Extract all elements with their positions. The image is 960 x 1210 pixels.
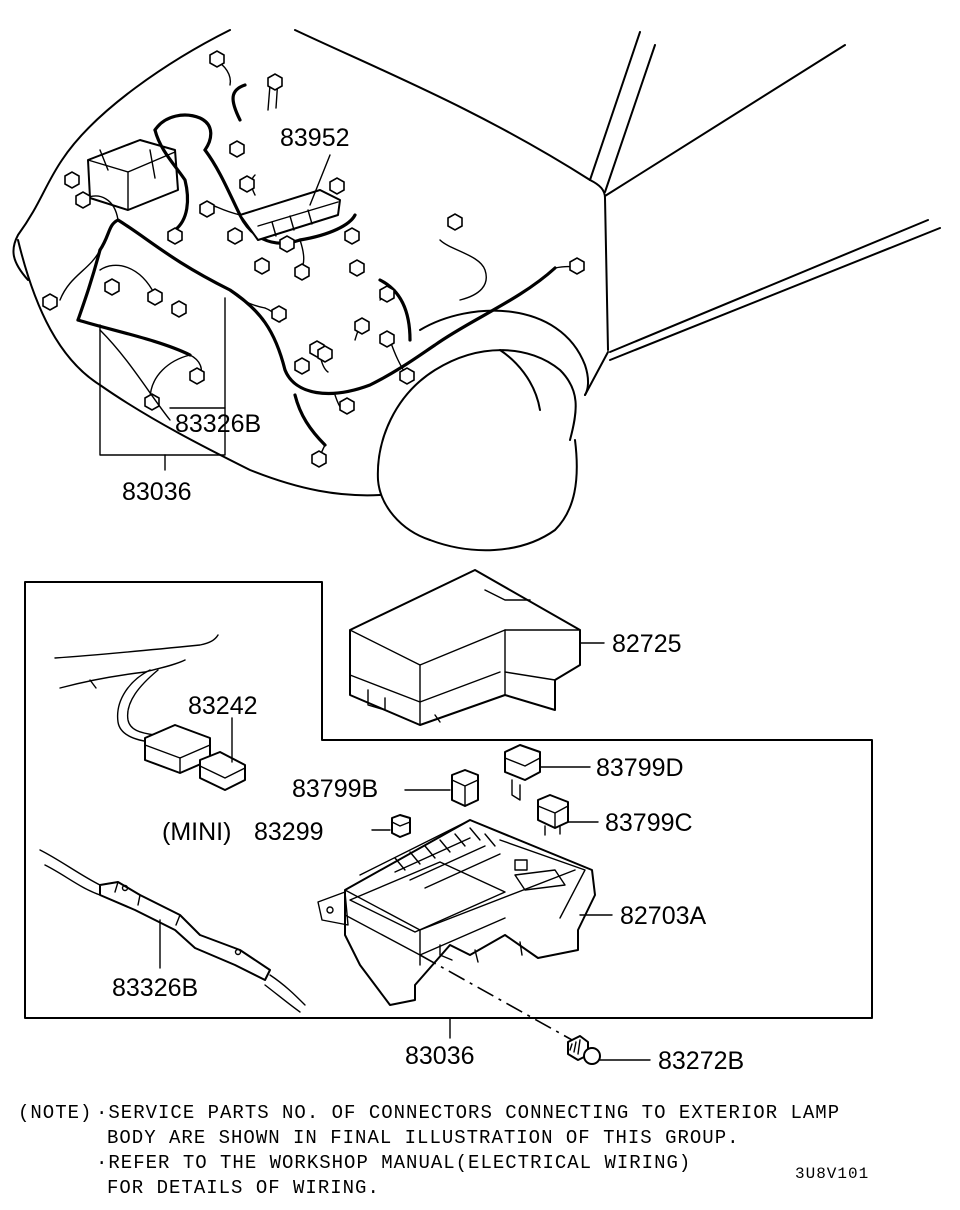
label-83272B: 83272B — [658, 1047, 744, 1075]
label-82703A: 82703A — [620, 902, 707, 930]
label-82725: 82725 — [612, 630, 682, 658]
relay-83799C — [537, 794, 569, 836]
leader-83036-top — [99, 324, 226, 456]
label-83036-top: 83036 — [122, 478, 192, 506]
engine-harness — [42, 50, 585, 468]
label-83799D: 83799D — [596, 754, 684, 782]
note-line-3: ·REFER TO THE WORKSHOP MANUAL(ELECTRICAL… — [96, 1152, 691, 1174]
harness-83326B-detail — [39, 849, 306, 1013]
label-83952: 83952 — [280, 124, 350, 152]
vehicle-body-outline — [12, 29, 941, 552]
note-line-2: BODY ARE SHOWN IN FINAL ILLUSTRATION OF … — [107, 1127, 740, 1149]
harness-connectors — [42, 50, 585, 468]
mini-fuse-83299 — [391, 814, 411, 838]
fuse-83799B — [451, 769, 479, 807]
relay-83799D — [504, 744, 541, 801]
connector-83242 — [54, 634, 246, 791]
detail-frame — [24, 581, 873, 1019]
label-83326B-top: 83326B — [175, 410, 261, 438]
cover-82725 — [349, 569, 581, 726]
note-line-1: ·SERVICE PARTS NO. OF CONNECTORS CONNECT… — [96, 1102, 840, 1124]
leader-83952 — [309, 154, 331, 206]
label-83799C: 83799C — [605, 809, 693, 837]
bolt-83272B — [567, 1035, 601, 1065]
service-note: (NOTE) ·SERVICE PARTS NO. OF CONNECTORS … — [18, 1102, 840, 1199]
label-83036-bottom: 83036 — [405, 1042, 475, 1070]
label-83799B: 83799B — [292, 775, 378, 803]
drawing-code: 3U8V101 — [795, 1165, 869, 1183]
label-83326B-bottom: 83326B — [112, 974, 198, 1002]
bolt-centerline — [419, 954, 591, 1051]
label-83242: 83242 — [188, 692, 258, 720]
label-mini-prefix: (MINI) — [162, 818, 231, 846]
note-prefix: (NOTE) — [18, 1102, 92, 1124]
relay-box-82703A — [317, 819, 596, 1006]
label-83299: 83299 — [254, 818, 324, 846]
leader-83326B-diag — [99, 329, 171, 421]
note-line-4: FOR DETAILS OF WIRING. — [107, 1177, 380, 1199]
